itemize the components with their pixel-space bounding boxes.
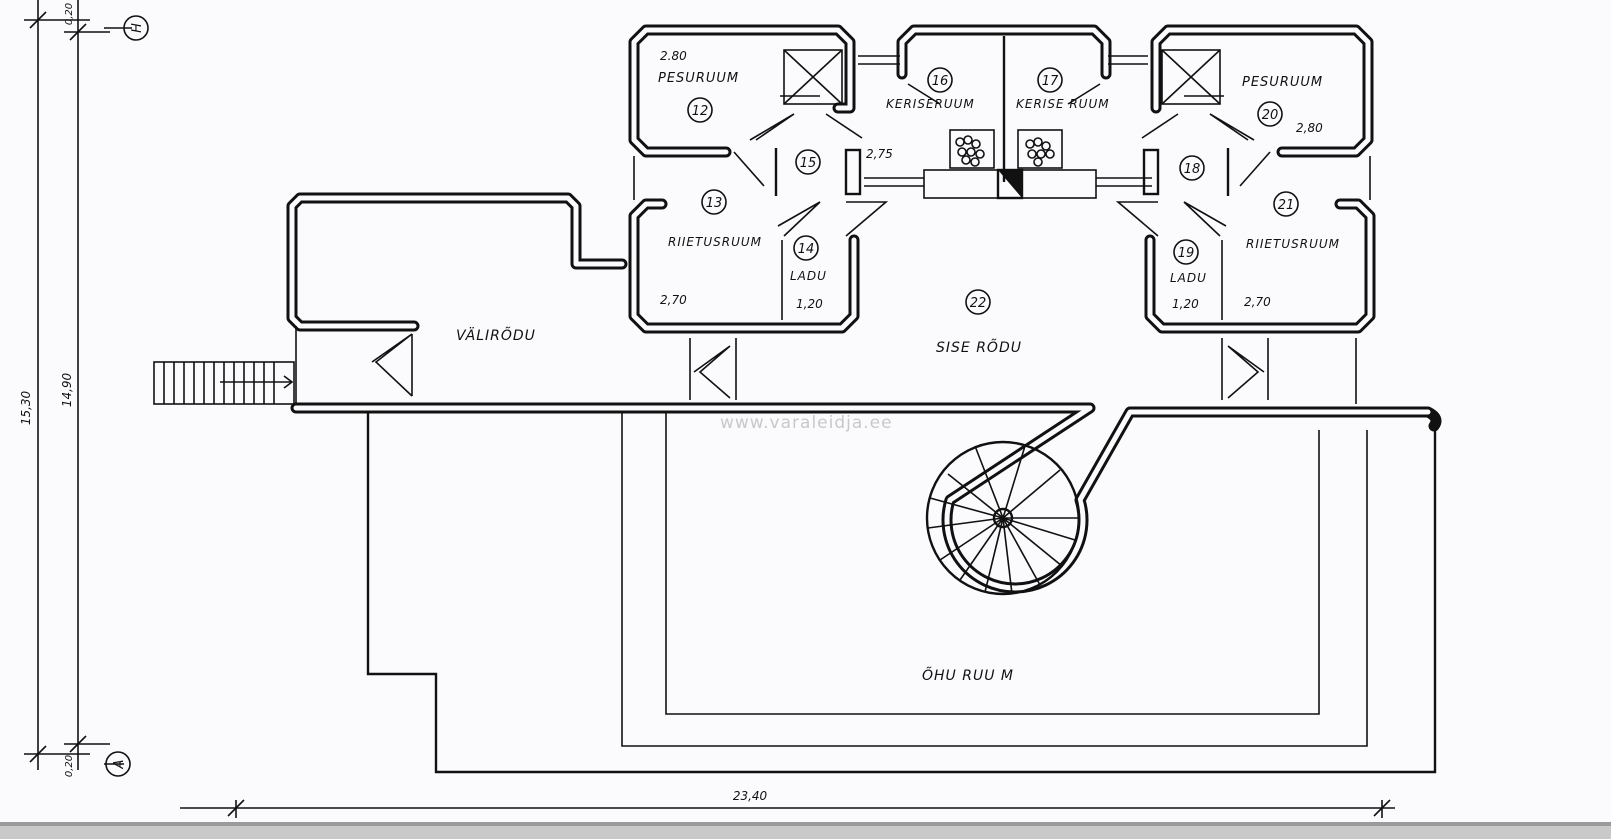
dimension-bottom-offset: 0,20	[64, 755, 75, 777]
middle-doors	[907, 83, 1101, 105]
dimension-lines-left	[24, 0, 132, 770]
room-20-badge	[1257, 101, 1283, 127]
outer-balcony-door	[371, 333, 413, 397]
room-12-number: 12	[692, 104, 709, 119]
dimension-total-width: 23,40	[733, 789, 768, 803]
room-14-height: 1,20	[796, 297, 823, 311]
room-17-number: 17	[1042, 74, 1059, 89]
room-18-number: 18	[1184, 162, 1201, 177]
room-13-badge	[701, 189, 727, 215]
dimension-top-offset: 0,20	[64, 3, 75, 25]
room-21-height: 2,70	[1244, 295, 1271, 309]
outer-balcony-walls	[286, 192, 628, 404]
room-15-badge	[795, 149, 821, 175]
room-20-label: PESURUUM	[1242, 75, 1323, 90]
room-16-label: KERISERUUM	[886, 97, 975, 111]
room-16-number: 16	[932, 74, 949, 89]
dimension-line-bottom	[180, 799, 1395, 818]
outer-balcony-label: VÄLIRÕDU	[456, 326, 536, 344]
room-14-badge	[793, 235, 819, 261]
air-space-label: ÕHU RUU M	[922, 667, 1014, 684]
room-21-badge	[1273, 191, 1299, 217]
room-20-height: 2,80	[1296, 121, 1323, 135]
room-15-number: 15	[800, 156, 817, 171]
spiral-stair	[925, 440, 1081, 596]
room-17-label: KERISE RUUM	[1016, 97, 1110, 111]
room-12-badge	[687, 97, 713, 123]
outer-balcony-entry-stairs	[153, 361, 295, 405]
room-20-number: 20	[1262, 108, 1279, 123]
middle-block-walls	[858, 24, 1152, 200]
lower-outline	[366, 412, 1437, 774]
room-12-height: 2.80	[660, 49, 687, 63]
right-block-walls	[1115, 24, 1376, 404]
balcony-front-wall	[290, 402, 1442, 594]
room-15-height: 2,75	[866, 147, 893, 161]
room-17-badge	[1037, 67, 1063, 93]
room-21-number: 21	[1278, 198, 1295, 213]
room-19-number: 19	[1178, 246, 1195, 261]
room-19-badge	[1173, 239, 1199, 265]
room-13-label: RIIETUSRUUM	[668, 235, 762, 249]
room-18-badge	[1179, 155, 1205, 181]
stove-stones-left	[955, 135, 985, 167]
axis-marker-top	[123, 15, 149, 41]
room-21-label: RIIETUSRUUM	[1246, 237, 1340, 251]
room-14-number: 14	[798, 242, 815, 257]
room-13-number: 13	[706, 196, 723, 211]
scrollbar-track[interactable]	[0, 822, 1611, 839]
watermark: www.varaleidja.ee	[720, 413, 893, 433]
left-block-walls	[628, 24, 889, 400]
room-19-label: LADU	[1170, 271, 1207, 285]
room-19-height: 1,20	[1172, 297, 1199, 311]
axis-marker-bottom-label: A	[112, 760, 127, 770]
room-14-label: LADU	[790, 269, 827, 283]
room-16-badge	[927, 67, 953, 93]
dimension-total-height: 15,30	[19, 390, 33, 425]
dimension-inner-height: 14,90	[60, 372, 74, 407]
room-13-height: 2,70	[660, 293, 687, 307]
room-12-label: PESURUUM	[658, 71, 739, 86]
room-22-number: 22	[970, 296, 987, 311]
floor-plan-drawing: 15,30 14,90 0,20 0,20 H A 23,40	[19, 0, 1442, 818]
stove-stones-right	[1025, 137, 1055, 167]
axis-marker-top-label: H	[130, 23, 145, 33]
room-22-badge	[965, 289, 991, 315]
axis-marker-bottom	[105, 751, 131, 777]
room-22-label: SISE RÕDU	[936, 339, 1022, 356]
